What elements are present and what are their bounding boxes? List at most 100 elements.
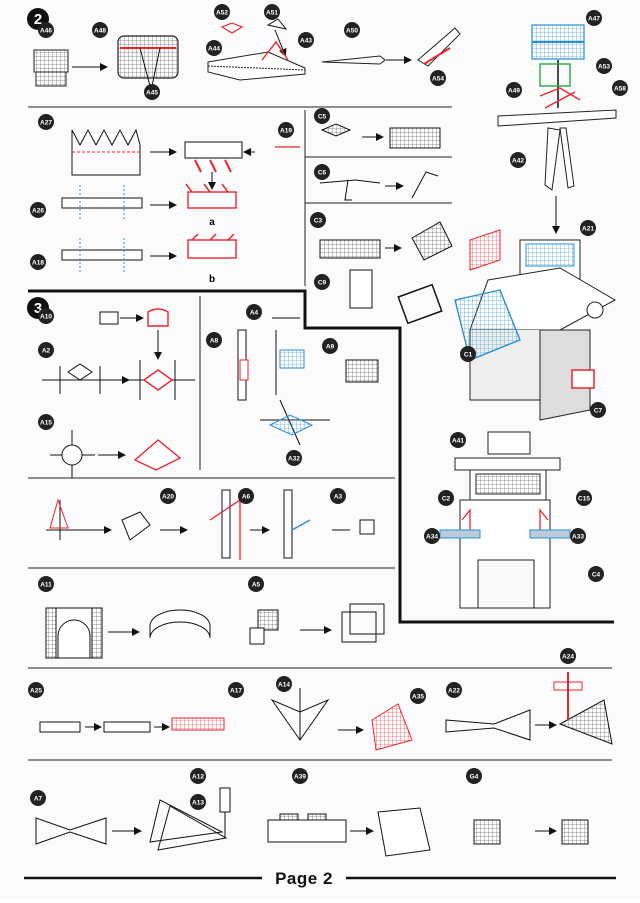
part-label-a35: A35 [410, 688, 426, 704]
part-label-text: A13 [192, 800, 204, 807]
part-label-bubble [314, 108, 330, 124]
part-label-a3: A3 [330, 488, 346, 504]
part-label-text: A21 [582, 226, 594, 233]
section-dividers [28, 106, 612, 761]
part-label-bubble [38, 308, 54, 324]
mast-assembly [497, 24, 617, 234]
part-label-a43: A43 [298, 32, 314, 48]
part-label-bubble [330, 488, 346, 504]
part-label-text: A43 [300, 38, 312, 45]
part-label-a34: A34 [424, 528, 440, 544]
part-label-text: A52 [216, 10, 228, 17]
part-label-bubble [286, 450, 302, 466]
part-label-a48: A48 [92, 22, 108, 38]
arch-frame-row [45, 603, 385, 659]
part-label-text: A58 [614, 86, 626, 93]
part-label-bubble [430, 70, 446, 86]
part-label-bubble [248, 576, 264, 592]
page-number: Page 2 [275, 869, 333, 888]
part-label-bubble [314, 274, 330, 290]
part-label-a11: A11 [38, 576, 54, 592]
part-label-bubble [38, 342, 54, 358]
part-label-a51: A51 [264, 4, 280, 20]
flag-mast-row [46, 489, 375, 560]
part-label-a15: A15 [38, 414, 54, 430]
part-label-text: A3 [334, 494, 343, 501]
part-label-a53: A53 [596, 58, 612, 74]
part-label-bubble [460, 346, 476, 362]
part-label-bubble [30, 202, 46, 218]
part-label-a20: A20 [160, 488, 176, 504]
part-label-text: A27 [40, 120, 52, 127]
part-label-a47: A47 [586, 10, 602, 26]
part-label-a7: A7 [30, 790, 46, 806]
platform-parts [207, 18, 306, 81]
part-label-bubble [450, 432, 466, 448]
part-label-text: A42 [512, 158, 524, 165]
crane-parts-row: a b [61, 128, 300, 285]
part-label-bubble [30, 254, 46, 270]
step3-center-parts [237, 317, 379, 446]
part-label-a13: A13 [190, 794, 206, 810]
part-label-bubble [446, 682, 462, 698]
part-label-text: A5 [252, 582, 261, 589]
part-label-bubble [506, 82, 522, 98]
part-label-c4: C4 [588, 566, 604, 582]
antenna-parts [321, 27, 461, 67]
part-label-text: A19 [280, 128, 292, 135]
part-label-text: C2 [442, 496, 451, 503]
part-label-text: A46 [40, 28, 52, 35]
part-label-bubble [612, 80, 628, 96]
part-label-a10: A10 [38, 308, 54, 324]
part-label-bubble [238, 488, 254, 504]
part-label-bubble [510, 152, 526, 168]
part-label-bubble [292, 768, 308, 784]
part-label-bubble [298, 32, 314, 48]
part-label-text: A32 [288, 456, 300, 463]
part-label-text: A41 [452, 438, 464, 445]
part-label-text: A35 [412, 694, 424, 701]
part-label-a25: A25 [28, 682, 44, 698]
part-label-text: A33 [572, 534, 584, 541]
part-label-a18: A18 [30, 254, 46, 270]
part-label-text: A34 [426, 534, 438, 541]
part-label-text: A47 [588, 16, 600, 23]
part-label-text: A24 [562, 654, 574, 661]
part-label-text: A44 [208, 46, 220, 53]
part-label-bubble [276, 676, 292, 692]
part-label-a44: A44 [206, 40, 222, 56]
part-label-a49: A49 [506, 82, 522, 98]
part-label-bubble [160, 488, 176, 504]
part-label-bubble [38, 22, 54, 38]
part-label-a46: A46 [38, 22, 54, 38]
part-label-a24: A24 [560, 648, 576, 664]
part-label-text: C5 [318, 114, 327, 121]
part-label-bubble [38, 114, 54, 130]
part-label-bubble [410, 688, 426, 704]
part-label-a12: A12 [190, 768, 206, 784]
part-label-text: A49 [508, 88, 520, 95]
part-label-bubble [278, 122, 294, 138]
bridge-tower [454, 229, 617, 421]
part-label-bubble [264, 4, 280, 20]
part-label-a8: A8 [206, 332, 222, 348]
part-label-text: A7 [34, 796, 43, 803]
part-label-text: A4 [250, 310, 259, 317]
part-label-bubble [560, 648, 576, 664]
part-label-text: A11 [40, 582, 52, 589]
part-label-text: A12 [192, 774, 204, 781]
part-label-text: A53 [598, 64, 610, 71]
part-label-a50: A50 [344, 22, 360, 38]
part-label-a39: A39 [292, 768, 308, 784]
part-label-bubble [570, 528, 586, 544]
part-label-text: A51 [266, 10, 278, 17]
part-label-a17: A17 [228, 682, 244, 698]
part-label-bubble [206, 40, 222, 56]
part-label-bubble [214, 4, 230, 20]
part-label-bubble [30, 790, 46, 806]
part-label-text: A39 [294, 774, 306, 781]
part-label-g4: G4 [466, 768, 482, 784]
part-label-bubble [190, 794, 206, 810]
part-label-text: A9 [326, 344, 335, 351]
